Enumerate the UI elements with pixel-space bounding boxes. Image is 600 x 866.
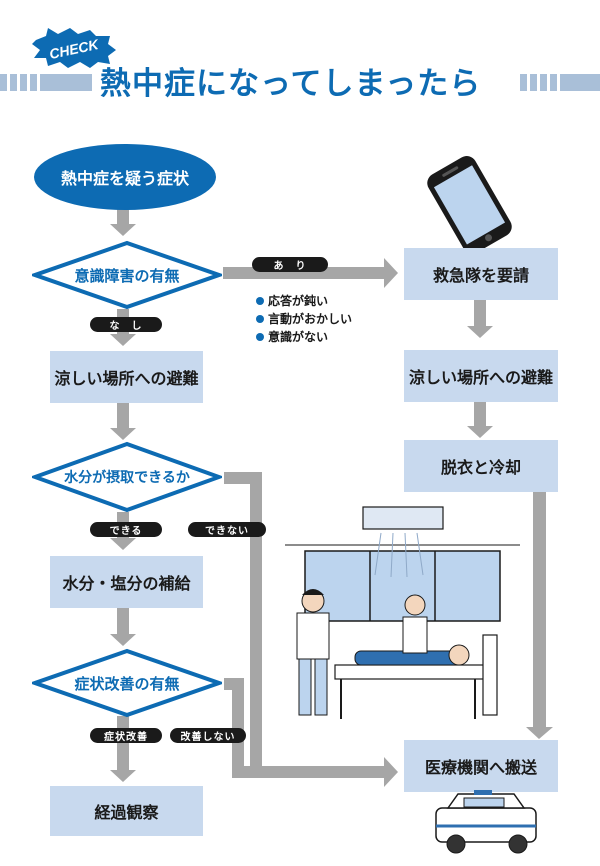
cooling-scene-illustration [285, 506, 520, 719]
bullet-dot-icon [256, 333, 264, 341]
q2-no-label: できない [188, 522, 266, 537]
q3-yes-label: 症状改善 [90, 728, 162, 743]
q2-yes-label: できる [90, 522, 162, 537]
arrow-cool-to-undress [467, 402, 493, 438]
start-node: 熱中症を疑う症状 [34, 144, 216, 210]
hospital-transport-box: 医療機関へ搬送 [404, 740, 558, 792]
arrow-hydrate-to-q3 [110, 608, 136, 646]
hydrate-box: 水分・塩分の補給 [50, 556, 203, 608]
arrow-undress-to-hospital [526, 492, 553, 739]
arrow-to-hospital [232, 757, 398, 787]
symptom-item: 意識がない [256, 328, 352, 346]
undress-cool-box: 脱衣と冷却 [404, 440, 558, 492]
connector-q2-no [224, 472, 262, 766]
q1-yes-label: あ り [252, 257, 328, 272]
observe-box: 経過観察 [50, 786, 203, 836]
decision-improvement-label: 症状改善の有無 [74, 674, 180, 693]
bullet-dot-icon [256, 297, 264, 305]
left-cool-box: 涼しい場所への避難 [50, 351, 203, 403]
symptom-item: 言動がおかしい [256, 310, 352, 328]
connector-q3-no [224, 678, 244, 766]
decision-improvement: 症状改善の有無 [32, 648, 222, 718]
right-cool-box: 涼しい場所への避難 [404, 350, 558, 402]
ambulance-request-box: 救急隊を要請 [404, 248, 558, 300]
arrow-cool-to-q2 [110, 402, 136, 440]
bullet-dot-icon [256, 315, 264, 323]
ambulance-icon [435, 790, 537, 854]
decision-hydration-label: 水分が摂取できるか [64, 470, 190, 486]
arrow-ambulance-to-cool [467, 300, 493, 338]
arrow-q1-to-ambulance [223, 258, 398, 288]
symptom-item: 応答が鈍い [256, 292, 352, 310]
title-decoration-left [0, 74, 92, 91]
decision-hydration: 水分が摂取できるか [32, 441, 222, 513]
smartphone-icon [427, 156, 512, 252]
start-node-label: 熱中症を疑う症状 [60, 169, 189, 188]
title-decoration-right [520, 74, 600, 91]
decision-consciousness-label: 意識障害の有無 [74, 266, 180, 285]
q3-no-label: 改善しない [170, 728, 246, 743]
check-badge: CHECK [32, 28, 116, 68]
decision-consciousness: 意識障害の有無 [32, 240, 222, 310]
arrow-start-to-q1 [110, 209, 136, 236]
symptom-list: 応答が鈍い 言動がおかしい 意識がない [256, 292, 352, 346]
page-title: 熱中症になってしまったら [100, 66, 482, 102]
q1-no-label: な し [90, 317, 162, 332]
arrow-q3-to-observe [110, 716, 136, 782]
check-badge-burst: CHECK [32, 28, 116, 68]
